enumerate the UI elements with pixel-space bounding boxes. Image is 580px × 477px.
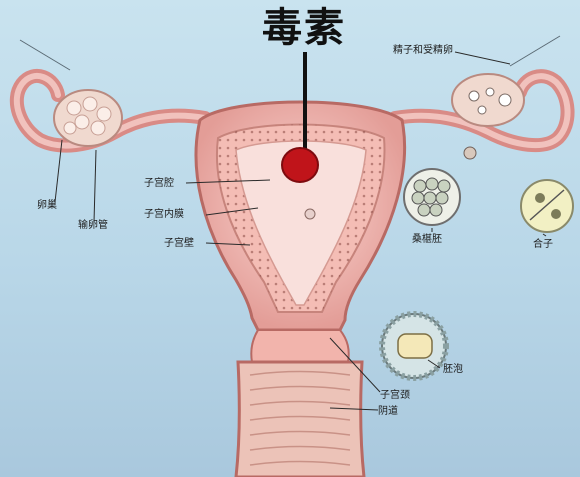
label-uterine-cavity: 子宫腔 bbox=[144, 178, 174, 189]
label-endometrium: 子宫内膜 bbox=[144, 209, 184, 220]
label-zygote: 合子 bbox=[533, 239, 553, 250]
blastocyst-cell bbox=[379, 311, 449, 381]
label-uterine-wall: 子宫壁 bbox=[164, 238, 194, 249]
label-ovary: 卵巢 bbox=[37, 200, 57, 211]
right-ovary bbox=[451, 73, 525, 127]
toxin-title: 毒素 bbox=[262, 5, 346, 51]
cervix bbox=[250, 329, 350, 363]
label-morula: 桑椹胚 bbox=[412, 234, 442, 245]
zygote-cell bbox=[520, 179, 574, 233]
label-cervix: 子宫颈 bbox=[380, 390, 410, 401]
label-fallopian-tube: 输卵管 bbox=[78, 220, 108, 231]
morula-cell bbox=[403, 168, 461, 226]
toxin-blob bbox=[281, 147, 319, 183]
label-sperm-and-egg: 精子和受精卵 bbox=[393, 45, 453, 56]
label-vagina: 阴道 bbox=[378, 406, 398, 417]
uterine-cavity bbox=[235, 140, 367, 306]
label-blastocyst: 胚泡 bbox=[443, 364, 463, 375]
